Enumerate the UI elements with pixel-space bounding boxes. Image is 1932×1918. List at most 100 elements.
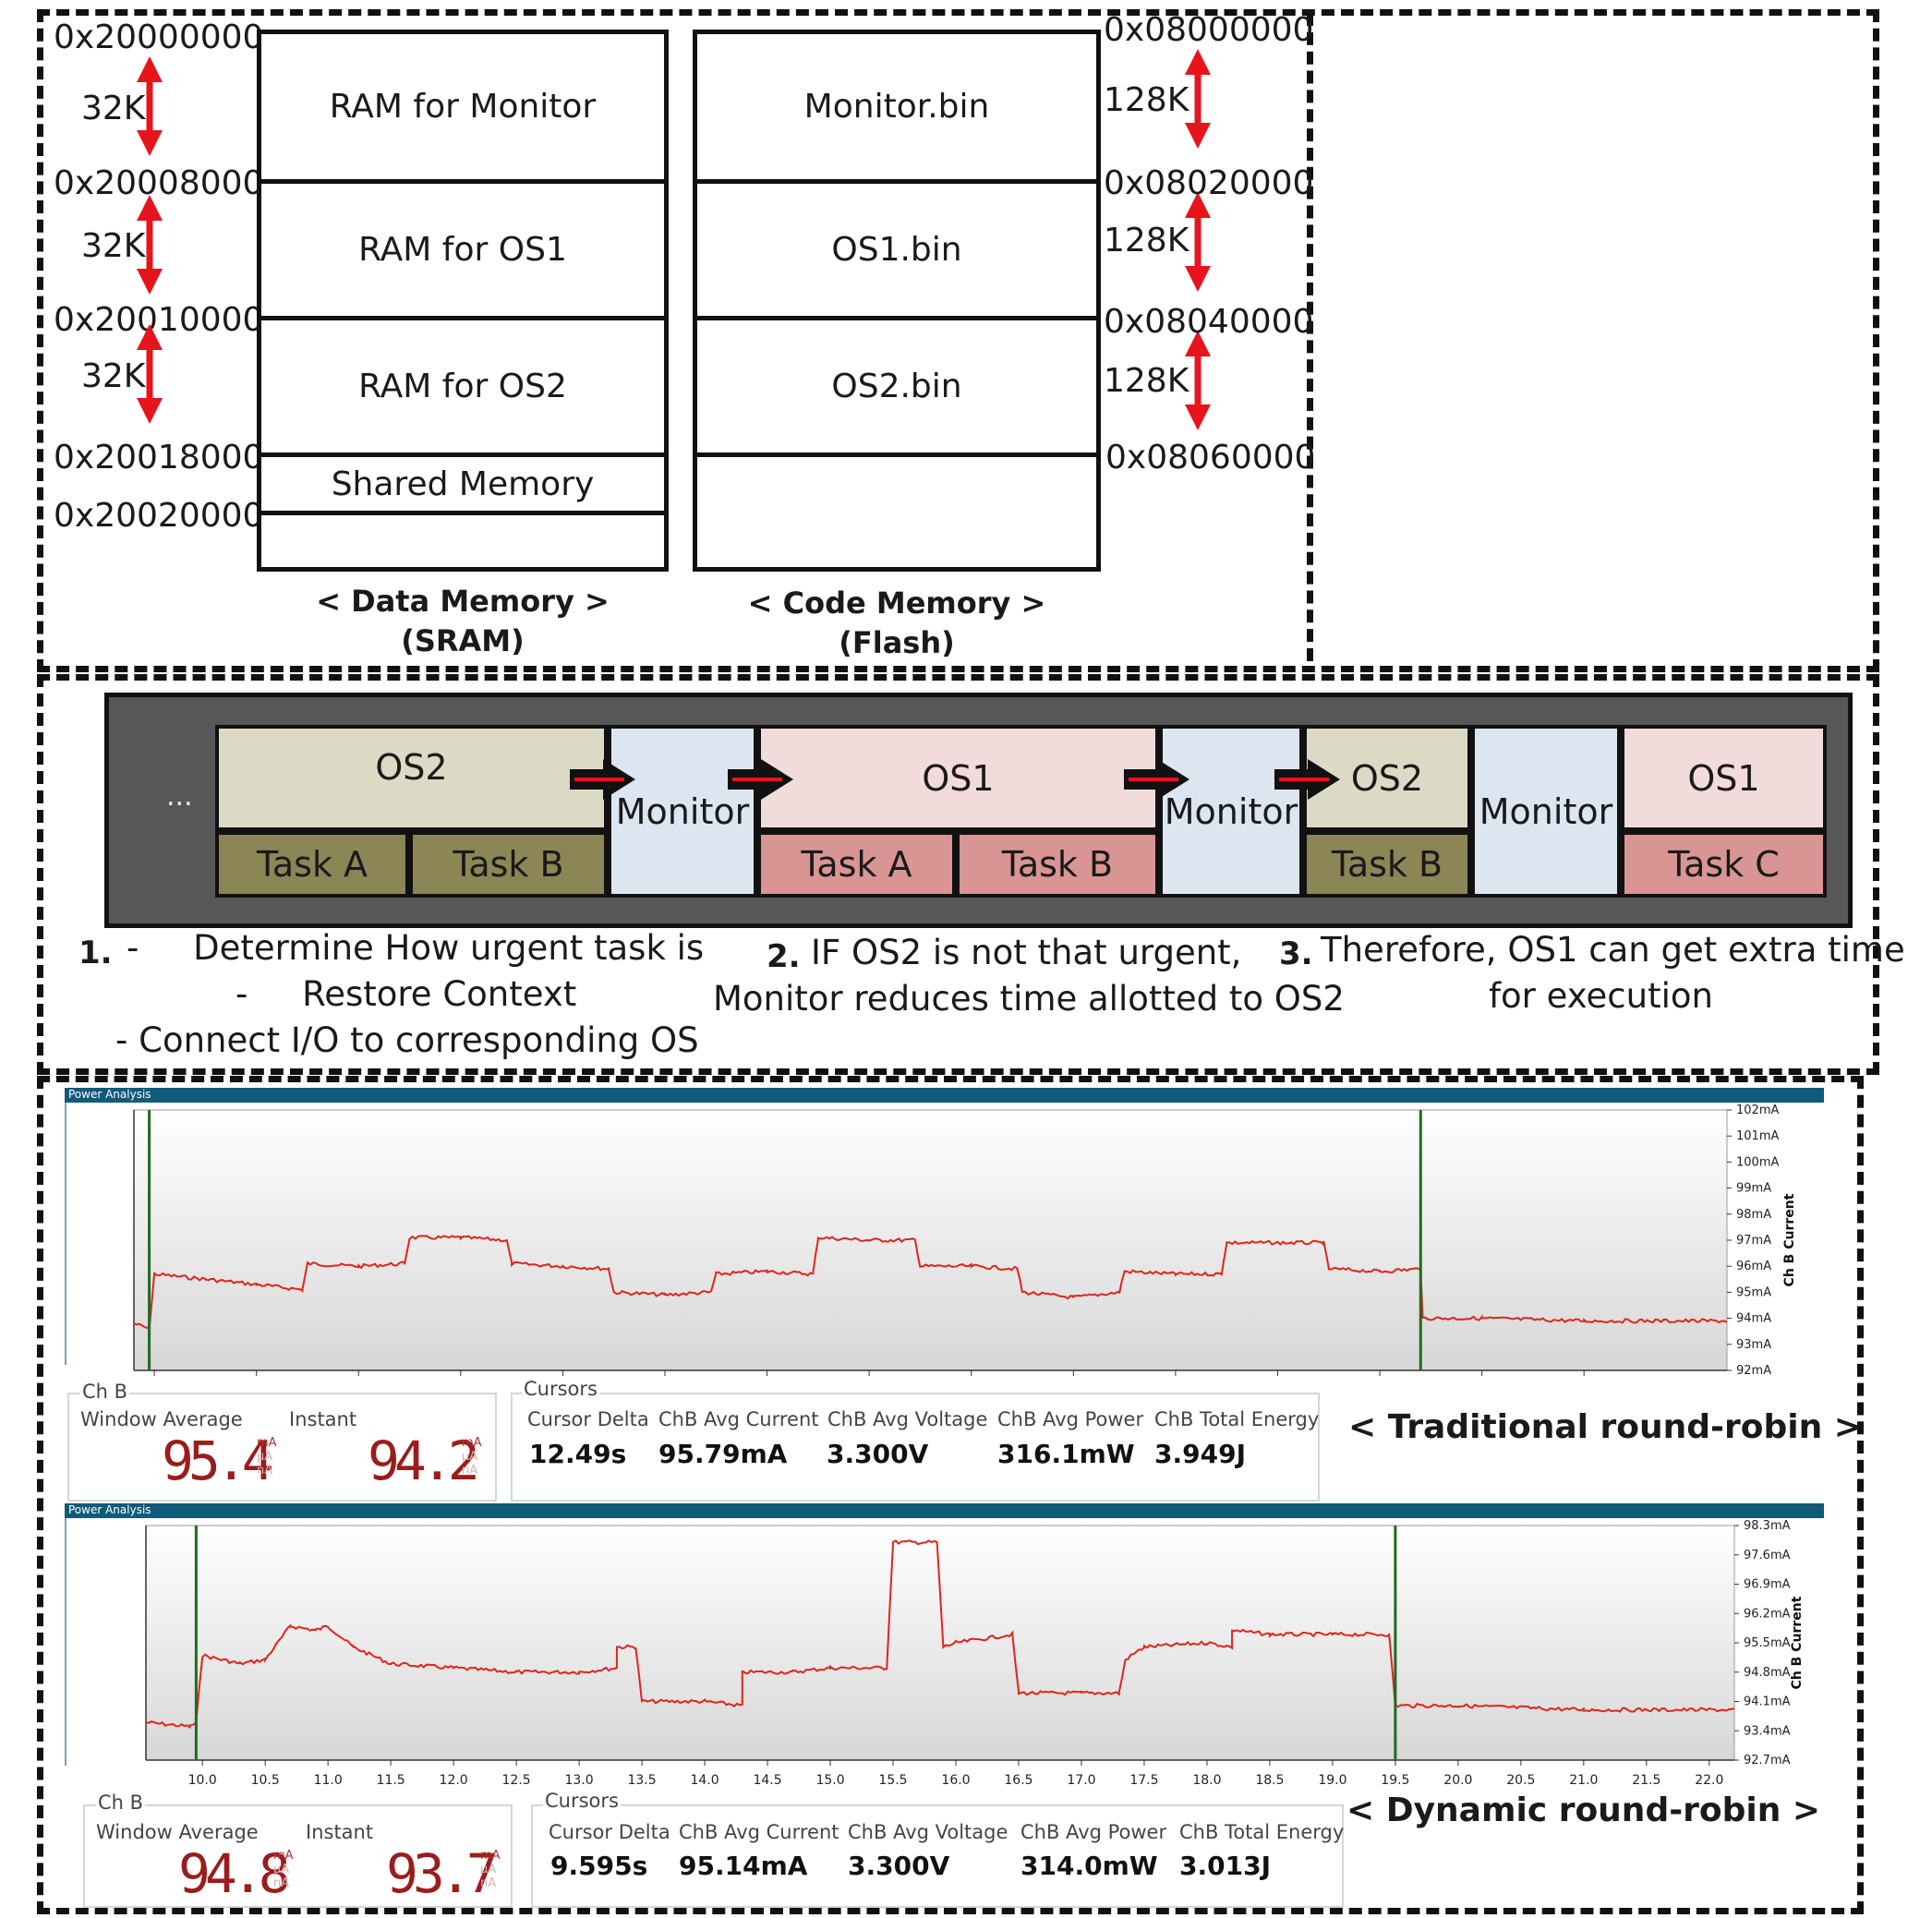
x-tick-label: 10.5 <box>251 1773 280 1784</box>
dyn-instant-label: Instant <box>306 1821 374 1843</box>
traditional-round-robin-label: < Traditional round-robin > <box>1348 1408 1862 1446</box>
sram-address-3: 0x20018000 <box>54 439 264 476</box>
trad-wa-unit-na: nA <box>257 1464 273 1478</box>
y-tick-label: 102mA <box>1736 1104 1779 1117</box>
y-tick-label: 98mA <box>1736 1208 1771 1222</box>
flash-address-3: 0x08060000 <box>1105 439 1316 476</box>
trad-metric-value: 12.49s <box>529 1439 627 1469</box>
flash-size-1: 128K <box>1104 222 1189 259</box>
power-analysis-section <box>37 1076 1864 1914</box>
dyn-window-average-label: Window Average <box>96 1821 259 1843</box>
y-tick-label: 96mA <box>1736 1260 1771 1273</box>
trad-metric-label: Cursor Delta <box>527 1408 649 1430</box>
x-tick-label: 19.5 <box>1381 1773 1409 1784</box>
y-tick-label: 95mA <box>1736 1285 1771 1299</box>
dyn-metric-value: 3.013J <box>1179 1851 1271 1881</box>
task-b-block: Task B <box>1303 831 1471 898</box>
schedule-ellipsis: ... <box>166 780 193 813</box>
sram-size-1: 32K <box>81 227 146 265</box>
x-tick-label: 21.5 <box>1632 1773 1660 1784</box>
dyn-metric-value: 9.595s <box>550 1851 648 1881</box>
dyn-wa-unit-na: nA <box>273 1876 290 1890</box>
dyn-in-unit-na: nA <box>480 1876 497 1890</box>
dyn-wa-unit-ma: mA <box>273 1849 294 1863</box>
y-tick-label: 94.1mA <box>1744 1695 1791 1709</box>
data-memory-box: RAM for Monitor RAM for OS1 RAM for OS2 … <box>257 30 669 572</box>
trad-channel-label: Ch B <box>80 1381 130 1403</box>
power-analysis-titlebar: Power Analysis <box>65 1088 1824 1103</box>
dyn-in-unit-ma: mA <box>480 1849 501 1863</box>
dyn-wa-unit-ua: μA <box>273 1863 290 1876</box>
y-tick-label: 93.4mA <box>1744 1724 1791 1738</box>
switch-arrow-icon <box>1274 759 1340 800</box>
y-tick-label: 96.2mA <box>1744 1607 1791 1621</box>
dyn-metric-value: 95.14mA <box>679 1851 808 1881</box>
dyn-metric-label: ChB Avg Current <box>679 1821 839 1843</box>
dyn-instant-value: 93.7 <box>386 1842 499 1905</box>
flash-size-2: 128K <box>1104 362 1189 400</box>
y-tick-label: 96.9mA <box>1744 1578 1791 1592</box>
x-tick-label: 18.0 <box>1192 1773 1221 1784</box>
x-tick-label: 15.0 <box>815 1773 844 1784</box>
note-3-number: 3. <box>1279 935 1313 972</box>
note-2-number: 2. <box>767 938 801 975</box>
dyn-cursors-label: Cursors <box>543 1790 621 1812</box>
trad-metric-label: ChB Avg Voltage <box>827 1408 988 1430</box>
y-tick-label: 97mA <box>1736 1234 1771 1248</box>
dyn-channel-label: Ch B <box>96 1791 146 1814</box>
code-memory-caption: < Code Memory > (Flash) <box>693 584 1101 663</box>
trad-cursors-label: Cursors <box>522 1378 599 1400</box>
trad-wa-unit-ma: mA <box>257 1436 277 1450</box>
x-tick-label: 10.0 <box>188 1773 217 1784</box>
trad-metric-value: 95.79mA <box>658 1439 788 1469</box>
dyn-metric-label: ChB Avg Power <box>1020 1821 1167 1843</box>
panel-left-rule <box>65 1103 66 1365</box>
y-axis-title: Ch B Current <box>1782 1193 1797 1286</box>
current-series-line <box>145 1539 1735 1730</box>
sram-address-0: 0x20000000 <box>54 18 264 56</box>
sram-address-4: 0x20020000 <box>54 497 264 535</box>
y-tick-label: 92mA <box>1736 1364 1771 1376</box>
x-tick-label: 13.0 <box>565 1773 594 1784</box>
task-a-block: Task A <box>215 831 409 898</box>
trad-instant-value: 94.2 <box>368 1429 480 1492</box>
x-tick-label: 22.0 <box>1695 1773 1723 1784</box>
trad-in-unit-ma: mA <box>462 1436 482 1450</box>
y-tick-label: 97.6mA <box>1744 1549 1791 1562</box>
y-tick-label: 92.7mA <box>1744 1754 1791 1767</box>
x-tick-label: 11.5 <box>377 1773 405 1784</box>
x-tick-label: 13.5 <box>627 1773 656 1784</box>
note-1-number: 1. <box>78 935 113 971</box>
flash-address-0: 0x08000000 <box>1104 11 1314 49</box>
task-b-block: Task B <box>409 831 608 898</box>
code-memory-cell <box>697 457 1096 567</box>
x-tick-label: 16.0 <box>941 1773 970 1784</box>
panel-left-rule <box>65 1518 66 1766</box>
monitor-block: Monitor <box>1471 725 1621 898</box>
y-tick-label: 95.5mA <box>1744 1636 1791 1650</box>
flash-address-2: 0x08040000 <box>1104 303 1314 341</box>
note-3-line1: Therefore, OS1 can get extra time <box>1321 930 1905 970</box>
x-tick-label: 12.0 <box>440 1773 468 1784</box>
dyn-window-average-value: 94.8 <box>178 1842 291 1905</box>
dyn-metric-value: 314.0mW <box>1020 1851 1158 1881</box>
trad-instant-label: Instant <box>289 1408 357 1430</box>
dyn-cursors-box <box>531 1804 1344 1908</box>
trad-metric-value: 3.949J <box>1154 1439 1246 1469</box>
x-tick-label: 18.5 <box>1255 1773 1284 1784</box>
data-memory-caption: < Data Memory > (SRAM) <box>257 582 669 661</box>
note-1-line3: - Connect I/O to corresponding OS <box>115 1020 699 1060</box>
task-b-block: Task B <box>956 831 1159 898</box>
plot-area <box>145 1525 1735 1761</box>
memory-map-section <box>37 9 1879 672</box>
os1-block: OS1 <box>757 725 1159 831</box>
sram-size-0: 32K <box>81 90 146 127</box>
data-memory-cell: Shared Memory <box>261 457 664 515</box>
y-tick-label: 100mA <box>1736 1155 1779 1169</box>
trad-metric-label: ChB Avg Power <box>997 1408 1144 1430</box>
y-tick-label: 94.8mA <box>1744 1666 1791 1680</box>
note-2-line1: IF OS2 is not that urgent, <box>811 933 1242 972</box>
x-tick-label: 12.5 <box>502 1773 531 1784</box>
y-tick-label: 94mA <box>1736 1312 1771 1326</box>
